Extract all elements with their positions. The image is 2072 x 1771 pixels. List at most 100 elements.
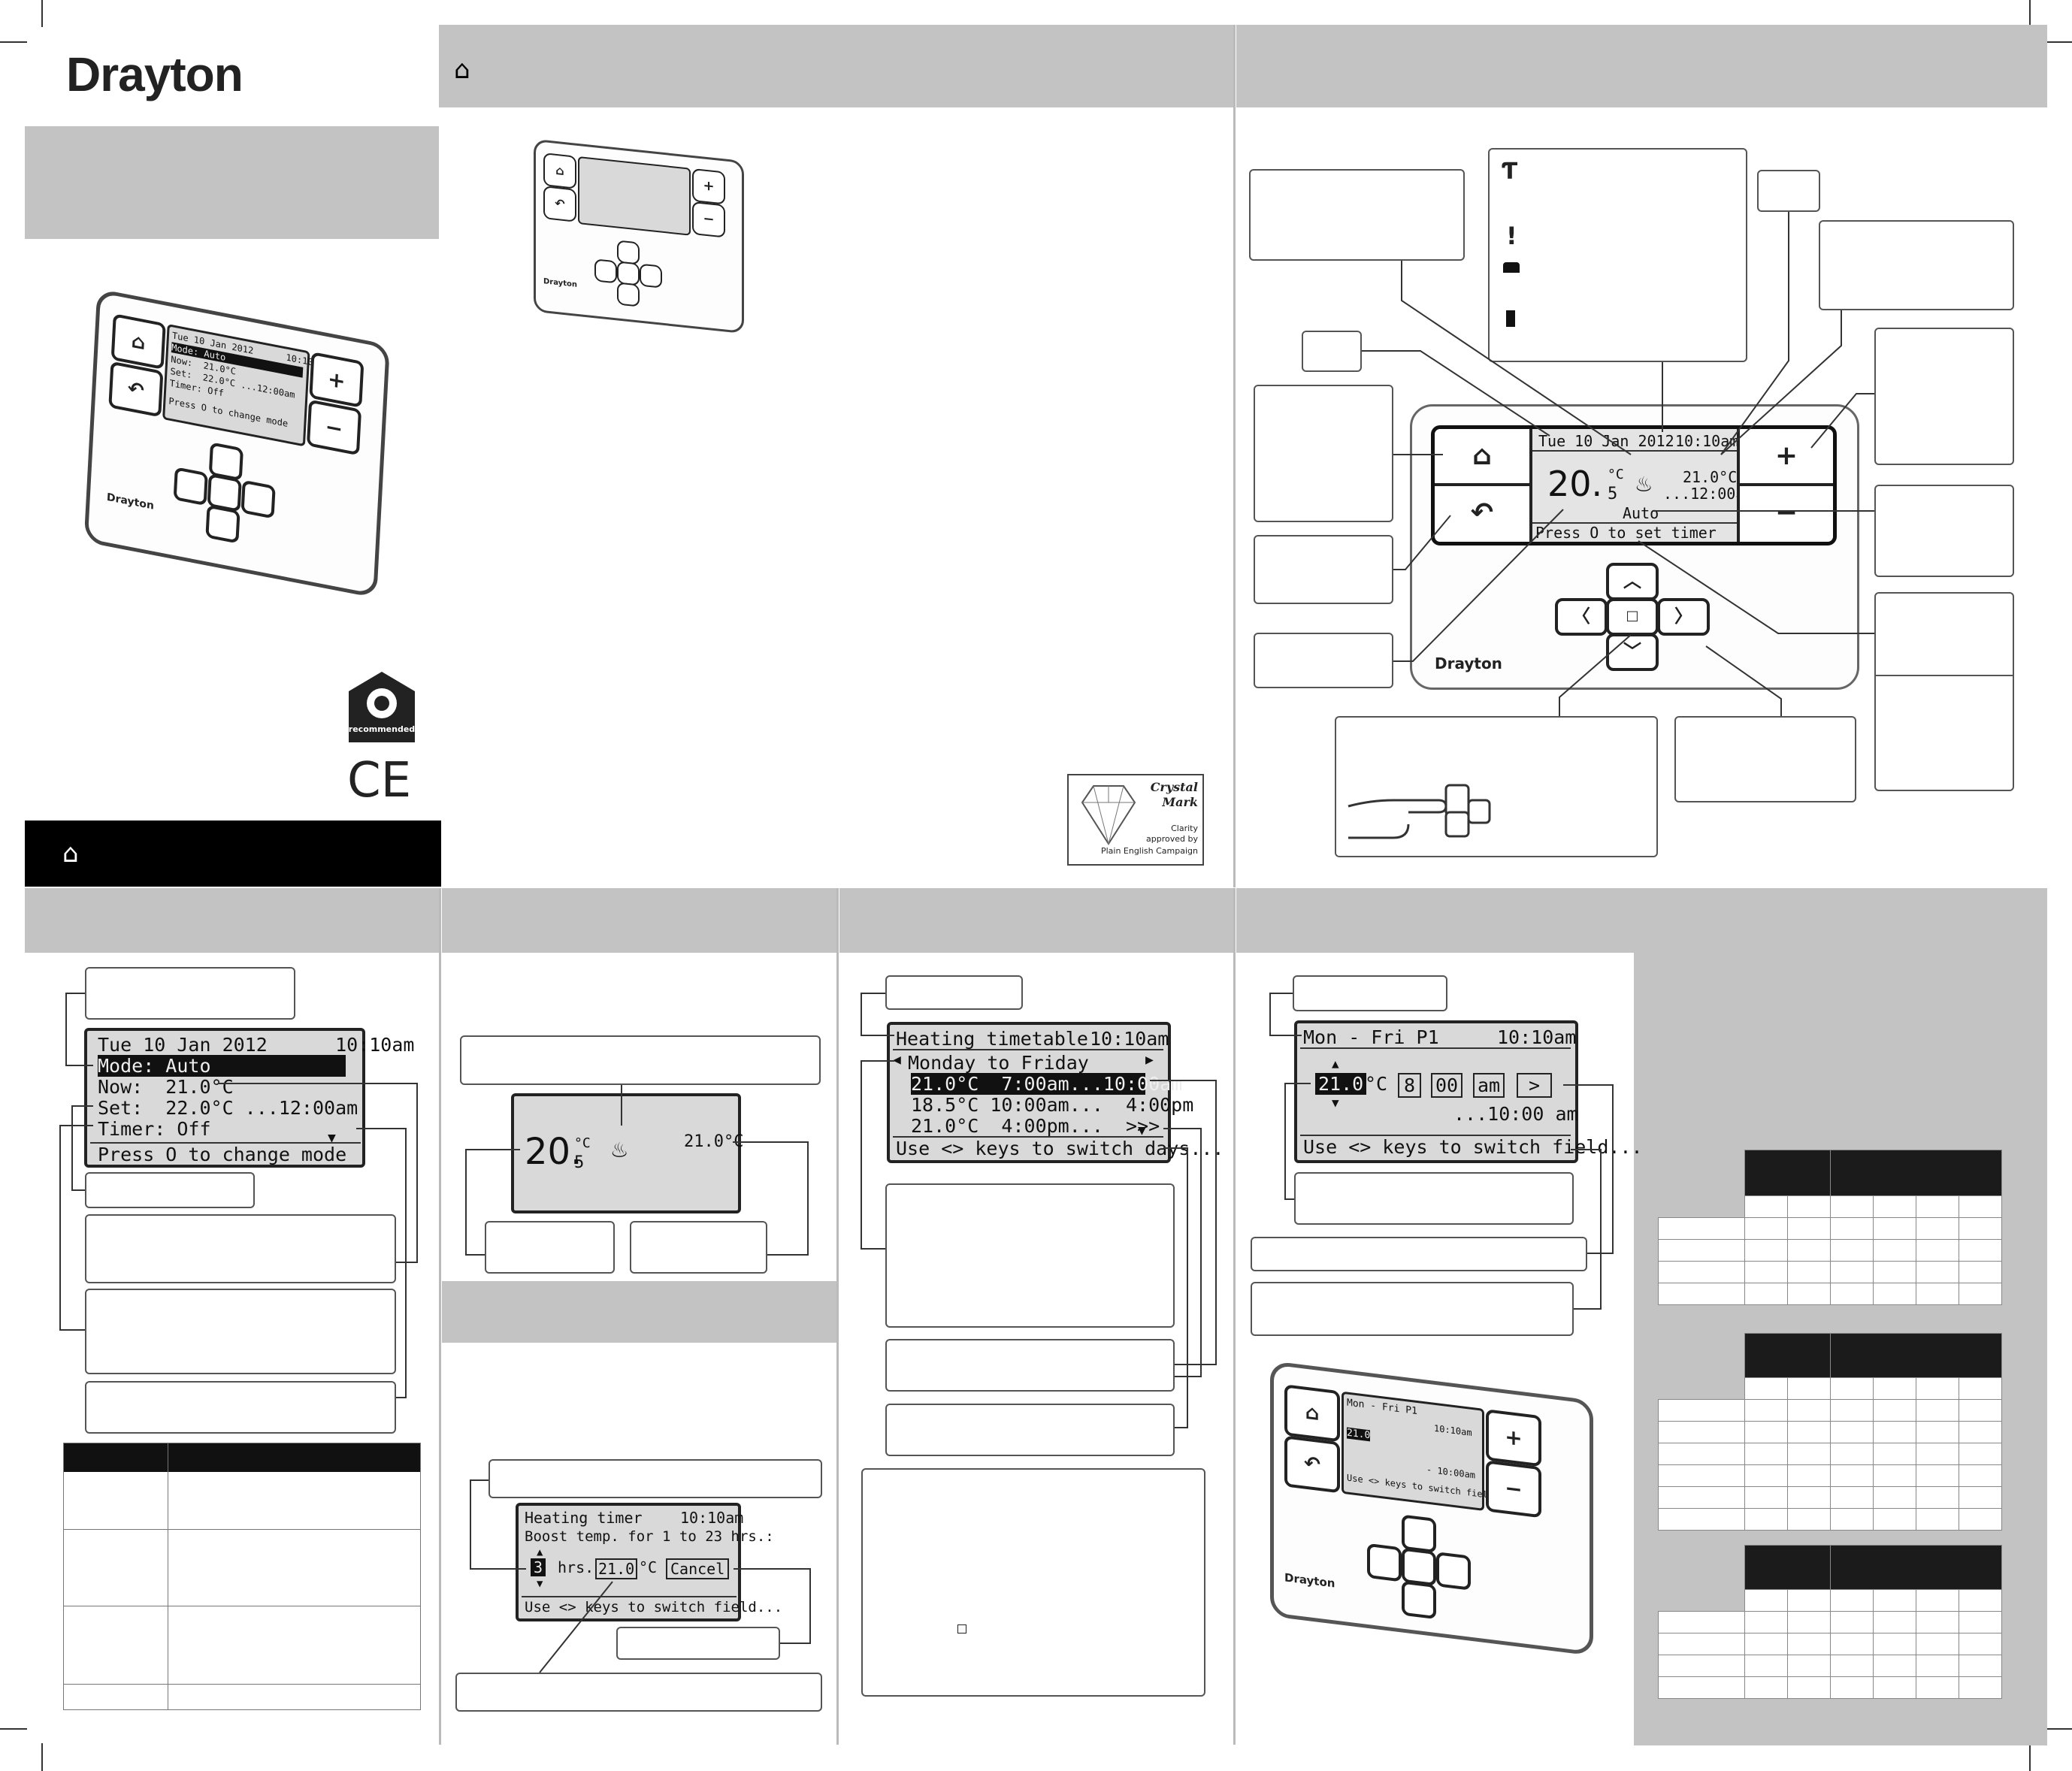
- callout-box: [85, 1289, 396, 1374]
- down-arrow-icon: ▼: [537, 1578, 543, 1590]
- right-arrow-icon: ▶: [1145, 1052, 1154, 1068]
- panel7-device: ⌂ ↶ Mon - Fri P1 10:10am 21.0 - 10:00am …: [1270, 1360, 1601, 1672]
- back-button[interactable]: ↶: [108, 361, 164, 418]
- callout-box: [885, 1339, 1175, 1392]
- timetable-lcd: Heating timetable 10:10am ◀ Monday to Fr…: [887, 1022, 1224, 1163]
- mode-table: [63, 1443, 421, 1710]
- panel7-header: [1236, 888, 2047, 953]
- back-button[interactable]: ↶: [1435, 486, 1532, 542]
- callout-box: [85, 1381, 396, 1434]
- warning-icon: !: [1506, 222, 1517, 250]
- callout-box: [630, 1221, 767, 1274]
- callout-box: [85, 1214, 396, 1283]
- crystal-mark-badge: Crystal Mark Clarity approved by Plain E…: [1067, 774, 1204, 866]
- plus-button[interactable]: +: [1737, 429, 1833, 486]
- select-key-icon: [957, 1624, 966, 1633]
- callout-box: [1874, 328, 2014, 465]
- period-edit-lcd: Mon - Fri P1 10:10am ▲ 21.0 ▼ °C 8 00 am…: [1294, 1020, 1643, 1163]
- crop-mark: [0, 41, 27, 43]
- callout-box: [485, 1221, 615, 1274]
- thermostat-device: ⌂ ↶ Tue 10 Jan 2012 10:10am 20. 5 °C ♨ 2…: [1410, 404, 1859, 690]
- mini-lcd: 20. 5 °C ♨ 21.0°C: [511, 1093, 743, 1213]
- battery-icon: [1506, 310, 1515, 327]
- cover-lcd: Tue 10 Jan 2012 10:10am Mode: Auto Now: …: [162, 324, 324, 447]
- callout-box: [616, 1627, 780, 1660]
- crop-mark: [41, 0, 43, 27]
- minus-button[interactable]: −: [306, 399, 362, 456]
- callout-box: [1757, 170, 1820, 212]
- icon-legend-box: Ƭ !: [1488, 148, 1747, 362]
- callout-box: [455, 1673, 822, 1712]
- heating-timer-lcd: Heating timer 10:10am Boost temp. for 1 …: [516, 1503, 782, 1621]
- callout-box: [1251, 1282, 1574, 1336]
- down-button[interactable]: ﹀: [1606, 633, 1659, 671]
- up-button[interactable]: ︿: [1606, 563, 1659, 600]
- next-field-button[interactable]: >: [1517, 1073, 1553, 1098]
- callout-box: [1294, 1172, 1574, 1225]
- scroll-down-icon: ▼: [1138, 1123, 1146, 1138]
- crop-mark: [2044, 1728, 2072, 1730]
- crop-mark: [2029, 0, 2031, 27]
- cover-grey-band: [25, 126, 439, 239]
- panel6-header: [839, 888, 1233, 953]
- brand-logo: Drayton: [66, 47, 243, 101]
- hand-icon: [1348, 784, 1491, 839]
- cover-device: ⌂ ↶ Tue 10 Jan 2012 10:10am Mode: Auto N…: [83, 288, 390, 606]
- callout-box: [85, 967, 295, 1020]
- select-button[interactable]: □: [1606, 598, 1659, 636]
- callout-box: [460, 1035, 821, 1085]
- callout-box: [885, 975, 1023, 1010]
- callout-box: [885, 1183, 1175, 1328]
- left-arrow-icon: ◀: [893, 1052, 901, 1068]
- schedule-table-3: [1658, 1545, 2002, 1699]
- right-button[interactable]: [240, 479, 276, 519]
- home-button[interactable]: ⌂: [1435, 429, 1532, 486]
- cover-black-bar: ⌂: [25, 821, 441, 887]
- main-lcd: Tue 10 Jan 2012 10:10am 20. 5 °C ♨ 21.0°…: [1532, 429, 1753, 542]
- left-button[interactable]: 〈: [1555, 598, 1608, 636]
- antenna-icon: Ƭ: [1502, 159, 1518, 185]
- cancel-button[interactable]: Cancel: [666, 1558, 730, 1579]
- callout-box: [1674, 716, 1856, 802]
- timer-section-header: [442, 1281, 836, 1343]
- callout-box: [885, 1404, 1175, 1456]
- panel3-header: [1236, 25, 2047, 107]
- callout-box: [1254, 385, 1393, 522]
- left-button[interactable]: [173, 467, 208, 506]
- panel2-device: ⌂ ↶ + − Drayton: [534, 138, 752, 346]
- hand-callout-box: [1335, 716, 1658, 857]
- callout-box: [489, 1459, 822, 1498]
- callout-box: [1249, 169, 1465, 261]
- home-icon: ⌂: [454, 55, 470, 85]
- callout-box: [1874, 592, 2014, 791]
- plus-button[interactable]: +: [309, 352, 364, 408]
- up-arrow-icon: ▲: [537, 1546, 543, 1558]
- home-button[interactable]: ⌂: [110, 313, 166, 370]
- mode-menu-lcd: Tue 10 Jan 2012 10:10am Mode: Auto Now: …: [84, 1028, 414, 1168]
- right-button[interactable]: 〉: [1657, 598, 1710, 636]
- schedule-table-1: [1658, 1150, 2002, 1305]
- down-button[interactable]: [205, 504, 240, 544]
- crop-mark: [0, 1728, 27, 1730]
- energy-badge-shape: [349, 672, 415, 742]
- schedule-table-2: [1658, 1333, 2002, 1531]
- ce-mark: CE: [347, 753, 412, 808]
- home-icon: ⌂: [62, 839, 79, 869]
- diamond-icon: [1081, 785, 1136, 845]
- panel5-header: [442, 888, 836, 953]
- crop-mark: [2029, 1743, 2031, 1771]
- up-arrow-icon: ▲: [1332, 1056, 1339, 1071]
- minus-button[interactable]: −: [1737, 486, 1833, 542]
- device-brand: Drayton: [1435, 654, 1502, 672]
- callout-box: [1302, 331, 1362, 372]
- callout-box: [1251, 1237, 1587, 1271]
- down-arrow-icon: ▼: [1332, 1096, 1339, 1110]
- panel2-header: ⌂: [439, 25, 1233, 107]
- callout-box: [861, 1468, 1205, 1697]
- callout-box: [1819, 220, 2014, 310]
- energy-saving-badge: recommended: [346, 669, 418, 748]
- device-brand: Drayton: [106, 491, 155, 512]
- callout-box: [1254, 535, 1393, 604]
- crop-mark: [2044, 41, 2072, 43]
- callout-box: [85, 1172, 255, 1208]
